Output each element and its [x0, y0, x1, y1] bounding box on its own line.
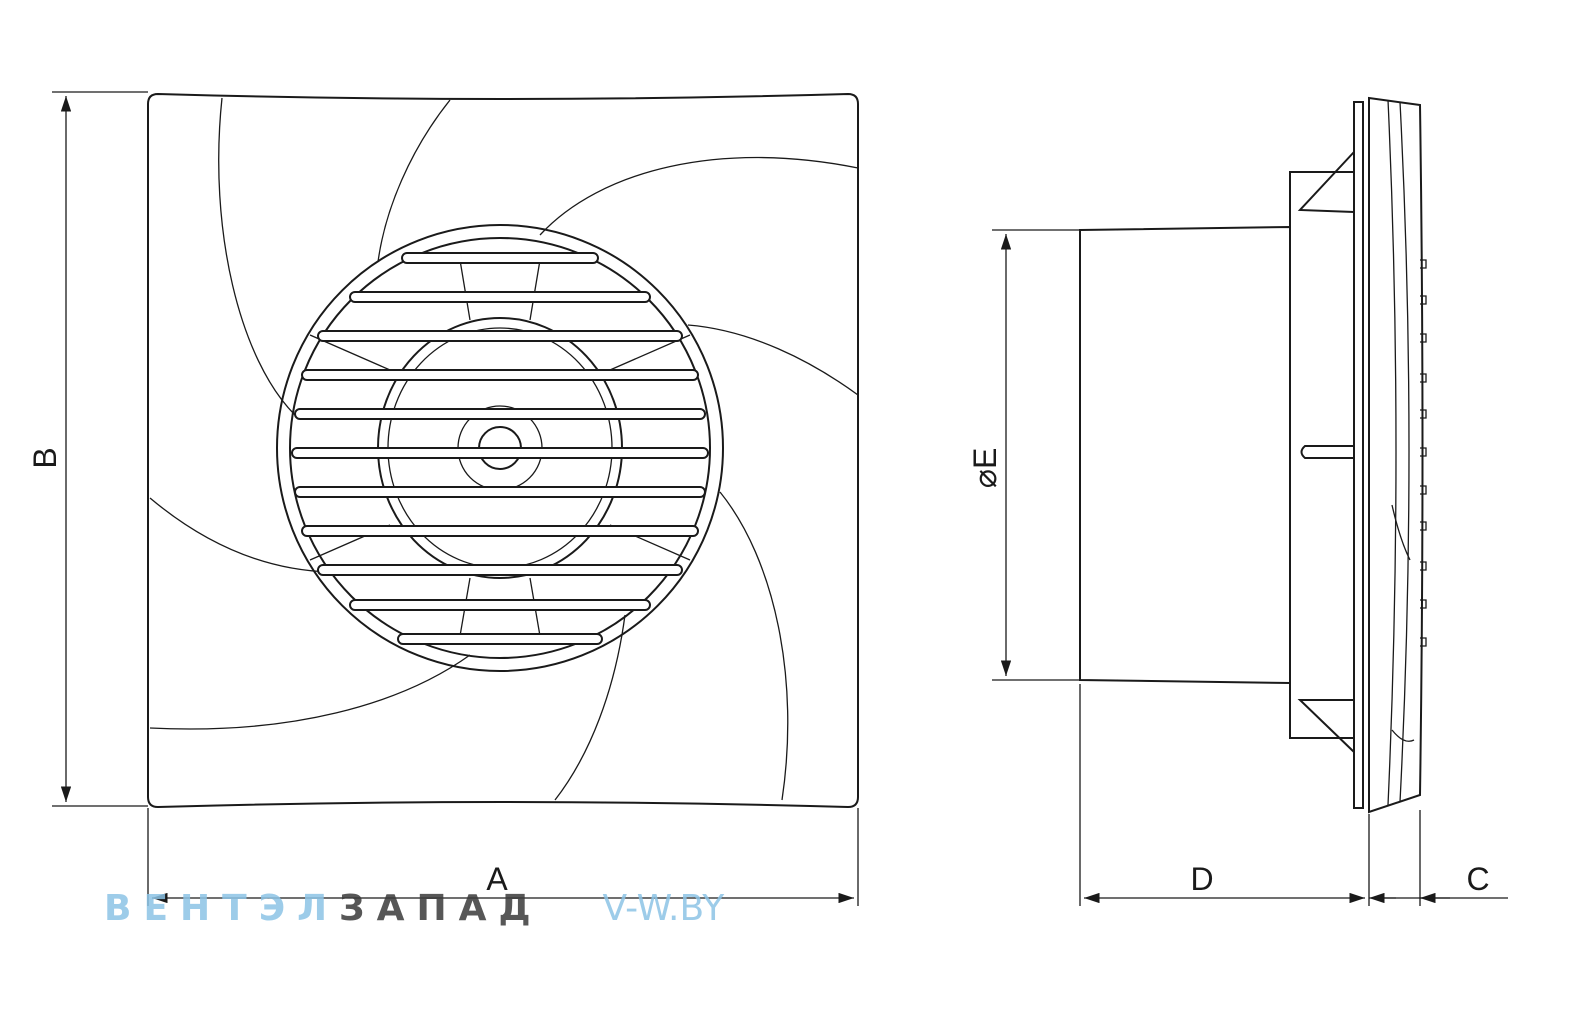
dimension-c: C: [1369, 810, 1508, 906]
dimension-a: A: [147, 808, 859, 906]
watermark-part1: ВЕНТЭЛ: [104, 888, 340, 929]
dimension-d: D: [1079, 684, 1370, 906]
watermark-part2: ЗАПАД: [339, 888, 543, 929]
dimension-b: B: [27, 91, 148, 807]
mounting-flange: [1289, 171, 1355, 739]
side-view: ⌀E D C: [967, 96, 1508, 906]
dimension-e-label: ⌀E: [967, 448, 1003, 489]
inner-ring: [289, 237, 711, 659]
front-panel: [147, 92, 859, 809]
dimension-c-label: C: [1466, 861, 1489, 897]
dimension-b-label: B: [27, 447, 63, 468]
dimension-e: ⌀E: [967, 229, 1080, 681]
front-view: B A: [27, 91, 859, 906]
watermark-site: V-W.BY: [602, 888, 725, 929]
grille-teeth: [1420, 259, 1427, 647]
duct-spigot: [1079, 225, 1291, 685]
dimension-d-label: D: [1190, 861, 1213, 897]
swirl-decoration: [149, 97, 859, 801]
front-panel-profile: [1368, 96, 1424, 814]
back-plate: [1353, 101, 1364, 809]
watermark: ВЕНТЭЛЗАПАД V-W.BY: [104, 888, 724, 929]
grille: [291, 252, 709, 645]
outer-ring: [276, 224, 724, 672]
dimension-a-label: A: [486, 861, 508, 897]
